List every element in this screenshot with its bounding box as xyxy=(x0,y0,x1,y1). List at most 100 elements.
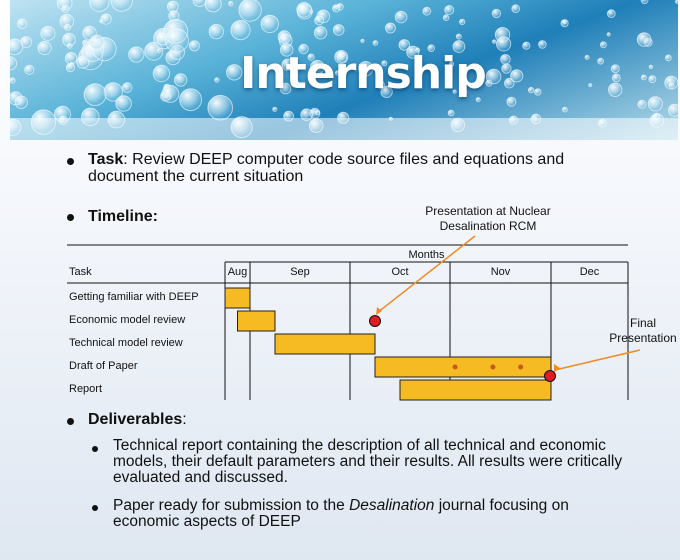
rcm-milestone-marker xyxy=(369,315,381,327)
timeline-bullet-dot xyxy=(67,214,74,221)
task-text-1: : Review DEEP computer code source files… xyxy=(123,151,565,168)
bubble xyxy=(37,40,52,56)
task-name: Technical model review xyxy=(69,337,183,349)
bubble xyxy=(313,26,328,40)
bubble xyxy=(152,64,171,83)
month-label-sep: Sep xyxy=(290,266,310,278)
bubble xyxy=(442,14,450,22)
bubble xyxy=(228,0,234,7)
deliverable-2-line2: economic aspects of DEEP xyxy=(113,513,301,530)
bubble xyxy=(376,80,386,90)
bubble xyxy=(314,15,325,26)
rcm-annotation-line1: Presentation at Nuclear xyxy=(425,204,551,218)
task-bar xyxy=(274,333,376,355)
bubble xyxy=(606,32,611,37)
bubble xyxy=(640,0,649,5)
bubble xyxy=(10,56,18,71)
bubble xyxy=(307,53,315,61)
bubble xyxy=(668,103,678,117)
water-bubbles-banner: Internship xyxy=(10,0,678,140)
task-name: Getting familiar with DEEP xyxy=(69,291,199,303)
minor-milestone-dot xyxy=(518,364,524,370)
bubble xyxy=(358,60,374,77)
bubble xyxy=(360,38,365,44)
task-bar xyxy=(224,287,251,309)
bubble xyxy=(334,70,341,76)
task-bar xyxy=(374,356,552,378)
bubble xyxy=(82,39,89,46)
bubble xyxy=(562,106,568,113)
bubble xyxy=(208,23,225,40)
bubble xyxy=(452,40,466,53)
final-annotation-line1: Final xyxy=(629,316,656,330)
bubble xyxy=(61,4,70,13)
deliverable-2-journal: Desalination xyxy=(349,497,435,514)
minor-milestone-dot xyxy=(490,364,496,370)
deliverables-label: Deliverables xyxy=(88,411,183,428)
month-label-nov: Nov xyxy=(490,266,511,278)
timeline-label: Timeline: xyxy=(88,208,158,225)
rcm-arrow xyxy=(376,235,476,314)
bubble xyxy=(675,0,678,4)
deliverables-colon: : xyxy=(182,411,187,428)
bubble xyxy=(121,82,133,93)
bubble xyxy=(230,20,251,41)
bubble xyxy=(156,48,162,54)
bubble xyxy=(89,0,110,12)
bubble xyxy=(226,64,243,81)
bubble xyxy=(164,28,189,53)
bubble xyxy=(538,40,547,49)
bubble xyxy=(415,47,421,53)
bubbles-image xyxy=(10,0,678,140)
deliverable-2-dot xyxy=(92,505,98,511)
deliverable-1: Technical report containing the descript… xyxy=(113,438,622,486)
gantt-task-header: Task xyxy=(69,266,92,278)
bubble xyxy=(511,4,521,14)
final-arrowhead xyxy=(554,364,560,372)
bubble xyxy=(381,60,388,67)
bubble xyxy=(89,34,105,50)
bubble xyxy=(588,83,593,88)
bubble xyxy=(394,10,408,24)
bubble xyxy=(475,97,481,103)
bubble xyxy=(611,73,621,83)
task-name: Report xyxy=(69,383,103,395)
bubble xyxy=(179,88,203,112)
page-title: Internship xyxy=(240,48,487,99)
bubble xyxy=(214,77,220,83)
bubble xyxy=(448,61,455,67)
deliverable-2-prefix: Paper ready for submission to the xyxy=(113,497,350,514)
minor-milestone-dot xyxy=(452,364,458,370)
bubble xyxy=(527,86,535,94)
bubble xyxy=(422,6,432,16)
bubble xyxy=(128,46,145,63)
bubble xyxy=(560,19,569,28)
deliverable-2: Paper ready for submission to the Desali… xyxy=(113,498,569,530)
bubble xyxy=(452,89,457,94)
bubble xyxy=(279,82,292,95)
bubble xyxy=(10,38,24,56)
month-label-aug: Aug xyxy=(227,266,248,278)
deliverables-bullet: Deliverables: xyxy=(88,411,187,428)
task-bullet: Task: Review DEEP computer code source f… xyxy=(88,151,564,185)
bubble xyxy=(332,24,345,36)
bubble xyxy=(459,18,466,26)
deliverable-1-line2: models, their default parameters and the… xyxy=(113,453,623,470)
bubble xyxy=(296,2,312,18)
bubble xyxy=(238,0,262,22)
month-label-oct: Oct xyxy=(391,266,409,278)
bubble xyxy=(332,4,341,13)
deliverable-1-dot xyxy=(92,446,98,452)
bubble xyxy=(281,58,294,71)
final-milestone-marker xyxy=(544,370,556,382)
bubble xyxy=(647,96,663,112)
task-name: Economic model review xyxy=(69,314,186,326)
bubble xyxy=(522,41,531,50)
rcm-annotation-line2: Desalination RCM xyxy=(439,219,537,233)
bubble xyxy=(192,0,207,7)
bubble xyxy=(115,95,132,112)
rcm-annotation: Presentation at Nuclear Desalination RCM xyxy=(400,204,576,234)
bubble xyxy=(336,52,348,63)
bubble xyxy=(444,5,455,15)
